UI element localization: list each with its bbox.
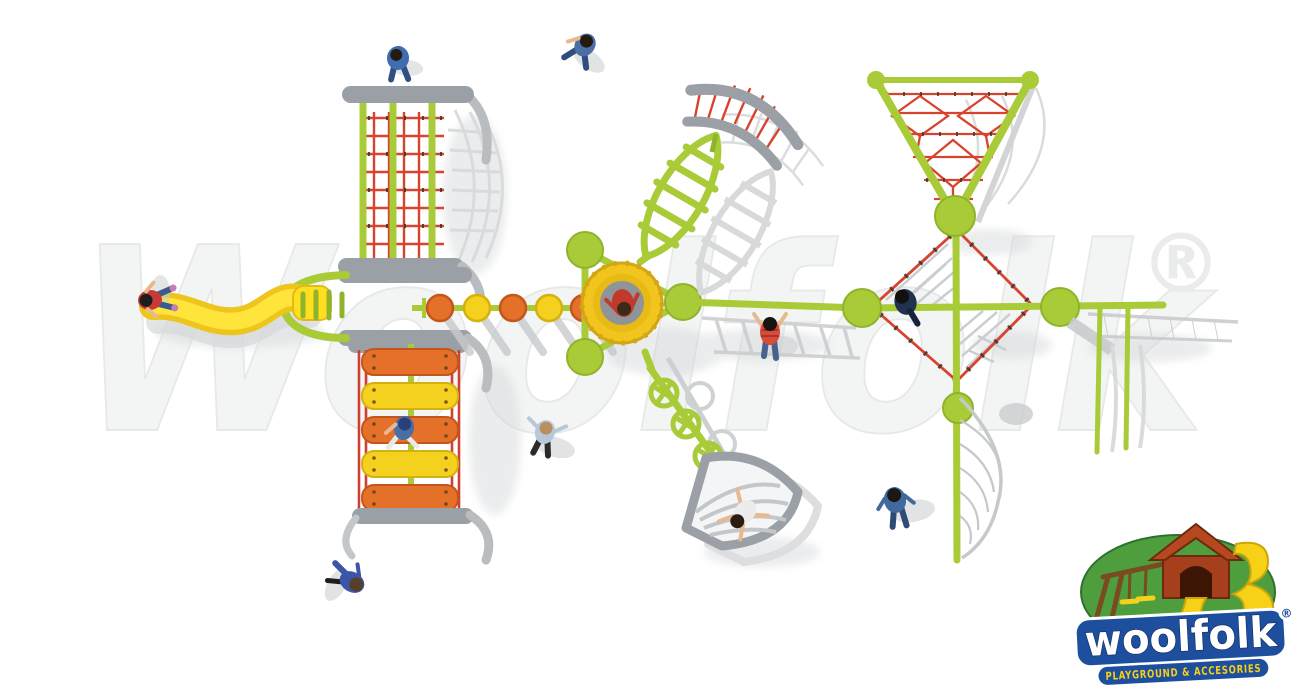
child-9 (876, 487, 935, 530)
child-8 (894, 289, 921, 327)
pods (425, 293, 599, 323)
vertical-rope-climber (338, 86, 504, 323)
child-1 (561, 33, 605, 73)
arched-rope-net (682, 83, 825, 187)
logo-tagline-strip (1096, 656, 1271, 687)
child-4 (383, 416, 420, 451)
child-5 (526, 416, 575, 459)
logo-registered-icon: ® (1280, 606, 1293, 621)
watermark-registered-icon: ® (1140, 217, 1222, 312)
fireman-pole-station (1066, 303, 1239, 455)
grab-rungs (300, 289, 345, 321)
logo-brand-text: woolfolk (1083, 607, 1278, 666)
child-11 (604, 289, 640, 317)
leaf-ladder-climber (637, 131, 778, 296)
logo-swing-icon (1093, 560, 1171, 623)
brand-logo: woolfolk ® PLAYGROUND & ACCESORIES (1058, 522, 1300, 687)
children (138, 33, 935, 601)
sail-rope-net (958, 396, 1033, 560)
child-10 (716, 487, 771, 542)
triangle-rope-net (867, 71, 1046, 237)
child-7 (752, 312, 798, 361)
child-3 (138, 275, 179, 319)
child-2 (386, 46, 424, 83)
child-6 (324, 560, 365, 601)
